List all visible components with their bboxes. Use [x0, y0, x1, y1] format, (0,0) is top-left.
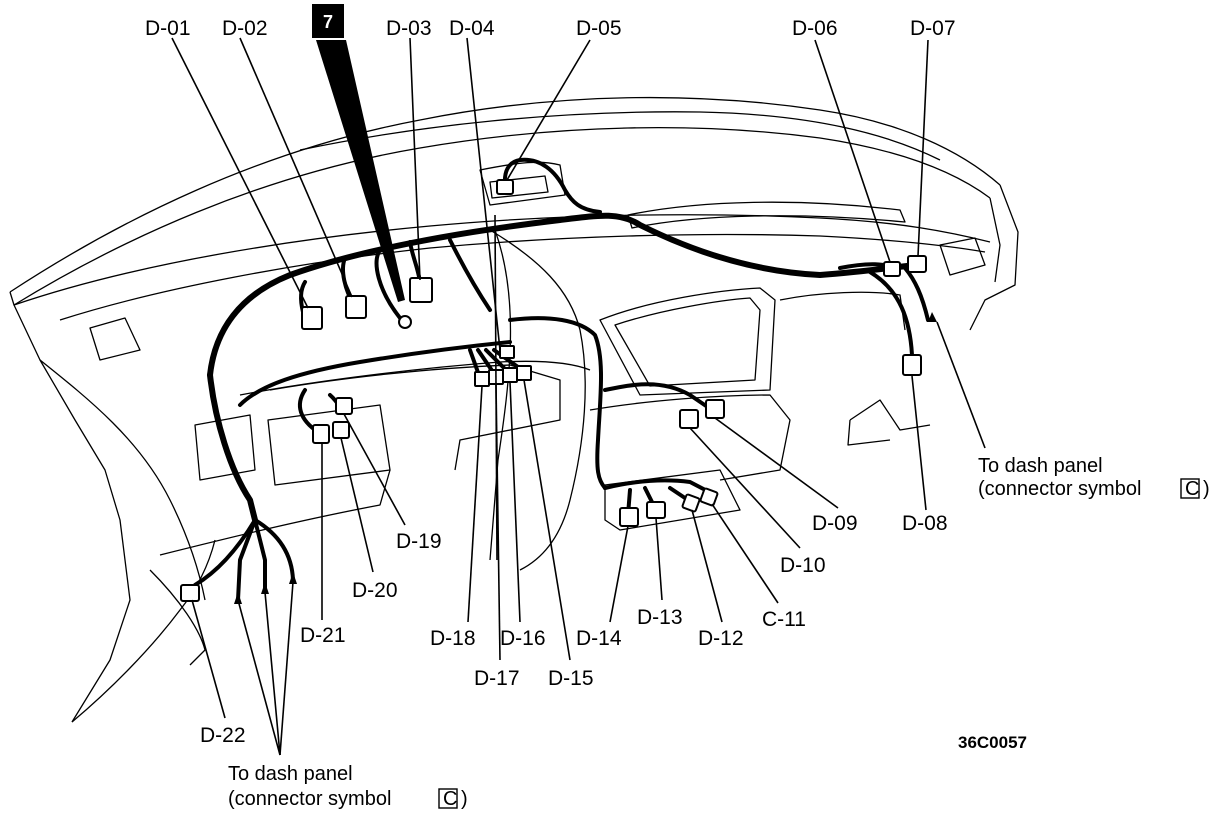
- label-d18: D-18: [430, 627, 476, 650]
- figure-code: 36C0057: [958, 733, 1027, 752]
- label-d07: D-07: [910, 17, 956, 40]
- note-right: To dash panel (connector symbol C ): [978, 455, 1210, 500]
- connector-d06: [883, 261, 901, 277]
- label-d04: D-04: [449, 17, 495, 40]
- arrow-left-2: [261, 582, 269, 594]
- connector-d22: [180, 584, 200, 602]
- label-d05: D-05: [576, 17, 622, 40]
- note-left-line1: To dash panel: [228, 763, 353, 785]
- connector-d04-ground: [398, 315, 412, 329]
- connector-d03: [409, 277, 433, 303]
- label-d16: D-16: [500, 627, 546, 650]
- arrow-left-3: [289, 572, 297, 584]
- label-c11: C-11: [762, 608, 806, 631]
- label-d17: D-17: [474, 667, 520, 690]
- note-right-line2: (connector symbol: [978, 478, 1141, 500]
- badge-number: 7: [323, 12, 333, 32]
- note-left-line2: (connector symbol: [228, 788, 391, 810]
- connector-d16: [502, 367, 518, 383]
- note-right-close: ): [1203, 478, 1210, 500]
- label-d15: D-15: [548, 667, 594, 690]
- connector-d14: [619, 507, 639, 527]
- connector-d01: [301, 306, 323, 330]
- connector-d09: [705, 399, 725, 419]
- note-left-close: ): [461, 788, 468, 810]
- arrow-right: [928, 312, 937, 322]
- connector-labels: D-01 D-02 D-03 D-04 D-05 D-06 D-07 D-08 …: [145, 17, 956, 747]
- connector-d02: [345, 295, 367, 319]
- leader-lines: [171, 37, 986, 756]
- note-left-symbol: C: [443, 788, 457, 810]
- note-right-symbol: C: [1185, 478, 1199, 500]
- label-d22: D-22: [200, 724, 246, 747]
- connector-symbol-box-right: [1180, 478, 1200, 499]
- connectors: [180, 179, 937, 604]
- label-d19: D-19: [396, 530, 442, 553]
- connector-symbol-box-left: [438, 788, 458, 809]
- note-right-line1: To dash panel: [978, 455, 1103, 477]
- connector-d10: [679, 409, 699, 429]
- connector-d04: [499, 345, 515, 359]
- connector-d13: [646, 501, 666, 519]
- badge-pointer-wedge: [316, 40, 405, 302]
- label-d06: D-06: [792, 17, 838, 40]
- connector-d05: [496, 179, 514, 195]
- label-d12: D-12: [698, 627, 744, 650]
- connector-d18: [474, 371, 490, 387]
- connector-d19: [335, 397, 353, 415]
- connector-d12: [681, 493, 701, 513]
- label-d10: D-10: [780, 554, 826, 577]
- label-d03: D-03: [386, 17, 432, 40]
- badge-box: [312, 4, 344, 38]
- label-d08: D-08: [902, 512, 948, 535]
- label-d20: D-20: [352, 579, 398, 602]
- label-d14: D-14: [576, 627, 622, 650]
- arrow-left-1: [234, 592, 242, 604]
- badge-pointer: 7: [312, 4, 405, 302]
- label-d01: D-01: [145, 17, 191, 40]
- connector-d15: [516, 365, 532, 381]
- connector-c11: [699, 487, 719, 507]
- connector-d21: [312, 424, 330, 444]
- connector-d08: [902, 354, 922, 376]
- connector-d20: [332, 421, 350, 439]
- connector-d07: [907, 255, 927, 273]
- label-d09: D-09: [812, 512, 858, 535]
- label-d21: D-21: [300, 624, 346, 647]
- note-left: To dash panel (connector symbol C ): [228, 763, 468, 810]
- label-d13: D-13: [637, 606, 683, 629]
- label-d02: D-02: [222, 17, 268, 40]
